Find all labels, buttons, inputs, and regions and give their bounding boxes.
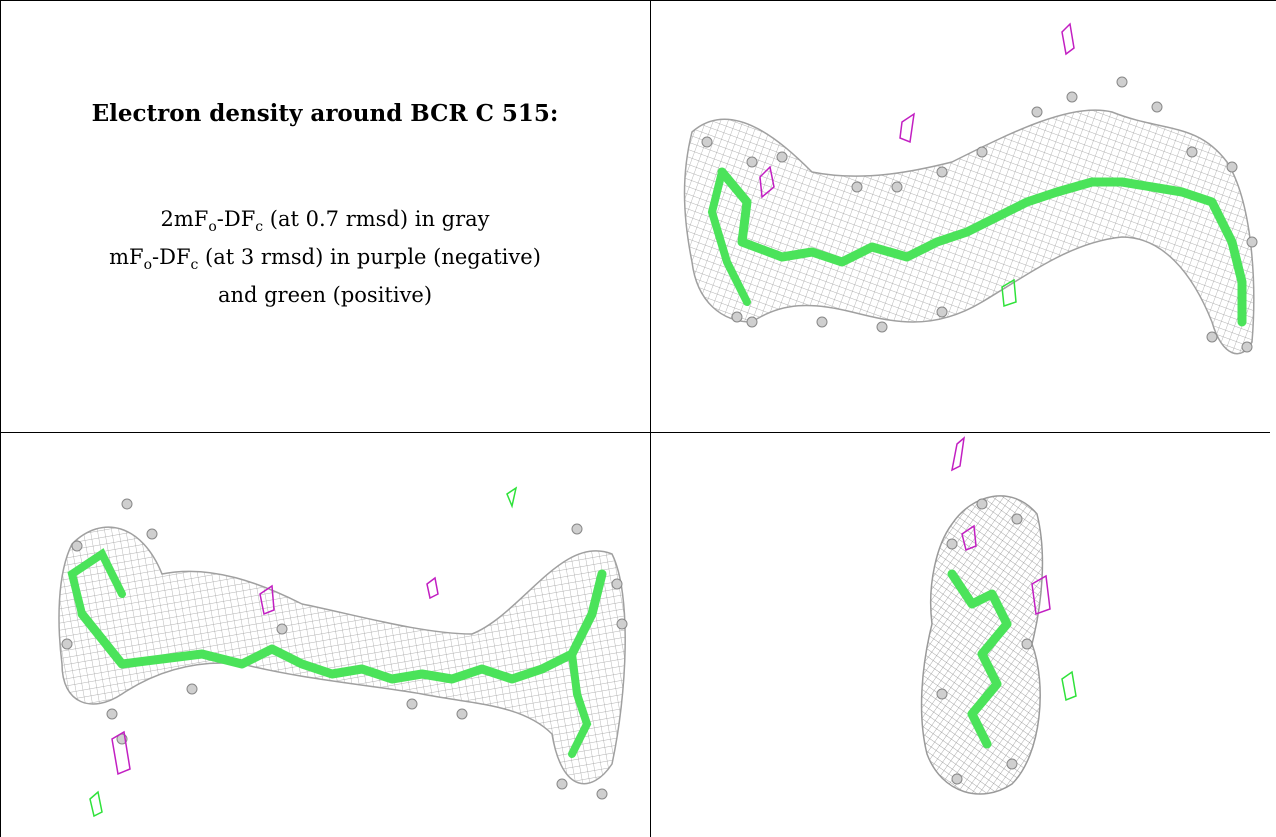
carbon-chain [717, 167, 1247, 327]
negative-density [111, 576, 439, 776]
positive-density [1001, 278, 1017, 308]
border-left [0, 0, 1, 837]
border-top [0, 0, 1276, 1]
molecule-density-image [683, 22, 1258, 355]
positive-density [1061, 670, 1077, 702]
view-top-right [652, 2, 1272, 430]
view-bottom-left [2, 434, 648, 835]
carbon-chain [947, 569, 1012, 749]
molecule-density-image-3 [920, 436, 1077, 795]
caption-line-2: mFo-DFc (at 3 rmsd) in purple (negative) [109, 245, 541, 274]
border-middle-horizontal [0, 432, 1270, 433]
caption-line-3: and green (positive) [217, 283, 433, 308]
carbon-chain [77, 569, 607, 684]
view-bottom-right [652, 434, 1272, 835]
caption-cell: Electron density around BCR C 515: 2mFo-… [0, 0, 650, 432]
positive-density [89, 486, 518, 818]
caption-body: 2mFo-DFc (at 0.7 rmsd) in gray mFo-DFc (… [0, 204, 650, 310]
density-mesh [58, 526, 626, 785]
border-middle-vertical [650, 0, 651, 837]
caption-line-1: 2mFo-DFc (at 0.7 rmsd) in gray [160, 207, 490, 236]
caption-title: Electron density around BCR C 515: [91, 100, 559, 127]
negative-density [759, 22, 1075, 199]
molecule-density-image-2 [58, 486, 628, 818]
negative-density [950, 436, 1051, 616]
